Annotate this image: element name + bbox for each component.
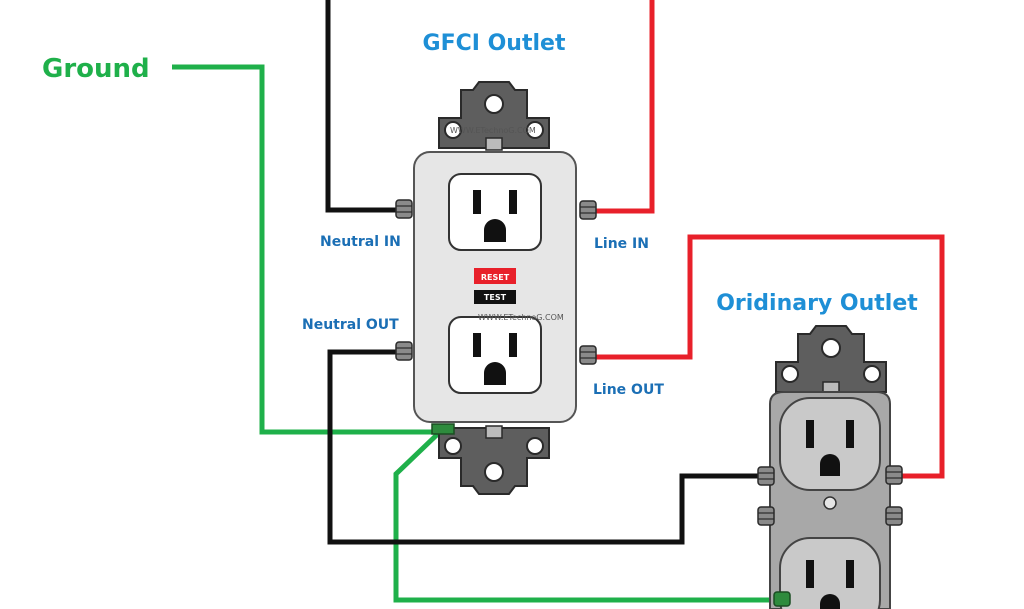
neutral-out-wire (327, 349, 768, 545)
ordinary-lower-receptacle (779, 537, 881, 609)
ordinary-neutral-screw-bottom (757, 506, 775, 526)
ground-label: Ground (42, 54, 150, 84)
watermark-top: WWW.ETechnoG.COM (450, 126, 536, 135)
reset-button-label: RESET (481, 273, 510, 282)
neutral-out-label: Neutral OUT (302, 317, 399, 333)
neutral-in-label: Neutral IN (320, 234, 401, 250)
line-in-screw (579, 200, 597, 220)
gfci-outlet: RESET TEST WWW.ETechnoG.COM WWW.ETechnoG… (395, 81, 597, 495)
gfci-outlet-title: GFCI Outlet (423, 31, 566, 56)
line-in-label: Line IN (594, 236, 649, 252)
gfci-upper-receptacle (448, 173, 542, 251)
watermark-middle: WWW.ETechnoG.COM (478, 313, 564, 322)
ground-wire (172, 64, 438, 435)
ordinary-top-bracket (775, 325, 887, 395)
line-out-wire (592, 234, 945, 479)
ordinary-center-screw (823, 496, 837, 510)
gfci-top-bracket (438, 81, 550, 151)
ground-screw (431, 423, 455, 435)
test-button (474, 290, 516, 304)
ground-jumper-wire (393, 426, 780, 603)
ordinary-line-screw-top (885, 465, 903, 485)
line-out-label: Line OUT (593, 382, 664, 398)
ordinary-neutral-screw-top (757, 466, 775, 486)
test-button-label: TEST (484, 293, 507, 302)
neutral-in-screw (395, 199, 413, 219)
ordinary-outlet (757, 325, 903, 609)
line-out-screw (579, 345, 597, 365)
ordinary-upper-receptacle (779, 397, 881, 491)
gfci-lower-receptacle (448, 316, 542, 394)
ordinary-outlet-title: Oridinary Outlet (716, 291, 918, 316)
neutral-out-screw (395, 341, 413, 361)
ordinary-ground-screw (773, 591, 791, 607)
neutral-in-wire (325, 0, 400, 213)
line-in-wire (592, 0, 655, 214)
reset-button (474, 268, 516, 284)
gfci-bottom-bracket (438, 425, 550, 495)
ordinary-line-screw-bottom (885, 506, 903, 526)
